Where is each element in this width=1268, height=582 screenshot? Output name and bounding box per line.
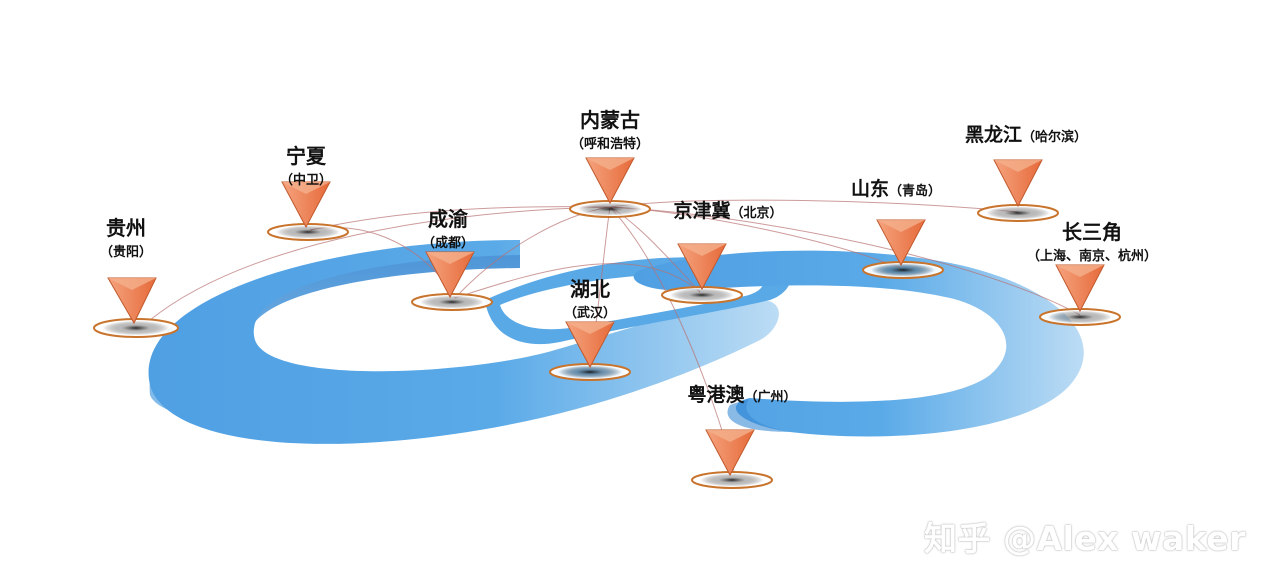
node-city: （北京） <box>730 206 783 221</box>
node-name: 湖北 <box>569 277 610 301</box>
node-city: （青岛） <box>889 184 942 199</box>
node-markers <box>93 157 1121 489</box>
node-city: （上海、南京、杭州） <box>1026 249 1158 264</box>
marker-neimenggu <box>569 157 651 218</box>
node-label-yuegangao: 粤港澳（广州） <box>687 380 796 407</box>
node-city: （中卫） <box>279 173 333 188</box>
node-city: （贵阳） <box>99 245 153 260</box>
node-city: （哈尔滨） <box>1022 130 1088 145</box>
marker-chengyu <box>411 251 493 311</box>
node-label-heilongjiang: 黑龙江（哈尔滨） <box>965 120 1087 147</box>
node-city: （呼和浩特） <box>570 137 650 152</box>
marker-changsanjiao <box>1039 264 1121 326</box>
node-label-hubei: 湖北 （武汉） <box>564 273 616 321</box>
node-label-shandong: 山东（青岛） <box>851 174 941 201</box>
node-name: 长三角 <box>1061 220 1122 244</box>
node-name: 山东 <box>850 178 889 200</box>
marker-yuegangao <box>691 429 773 489</box>
node-name: 贵州 <box>105 216 146 240</box>
node-label-chengyu: 成渝 （成都） <box>422 203 474 251</box>
marker-hubei <box>549 321 631 381</box>
node-name: 黑龙江 <box>964 124 1022 146</box>
node-label-jingjinji: 京津冀（北京） <box>673 196 782 223</box>
node-label-ningxia: 宁夏 （中卫） <box>280 140 332 188</box>
node-city: （武汉） <box>563 306 617 321</box>
node-name: 京津冀 <box>673 200 731 222</box>
marker-jingjinji <box>661 243 743 304</box>
node-label-neimenggu: 内蒙古 （呼和浩特） <box>571 104 649 152</box>
marker-guizhou <box>93 277 179 338</box>
ribbon-shape <box>148 240 1084 444</box>
watermark-text: 知乎 @Alex waker <box>924 519 1246 558</box>
node-name: 成渝 <box>427 207 468 231</box>
node-label-guizhou: 贵州 （贵阳） <box>100 212 152 260</box>
node-label-changsanjiao: 长三角 （上海、南京、杭州） <box>1027 216 1157 264</box>
marker-shandong <box>862 219 944 279</box>
node-name: 粤港澳 <box>687 384 745 406</box>
node-name: 宁夏 <box>285 144 326 168</box>
node-city: （广州） <box>744 390 797 405</box>
node-city: （成都） <box>421 236 475 251</box>
marker-ningxia <box>267 181 349 241</box>
marker-heilongjiang <box>977 159 1059 222</box>
node-name: 内蒙古 <box>579 108 640 132</box>
